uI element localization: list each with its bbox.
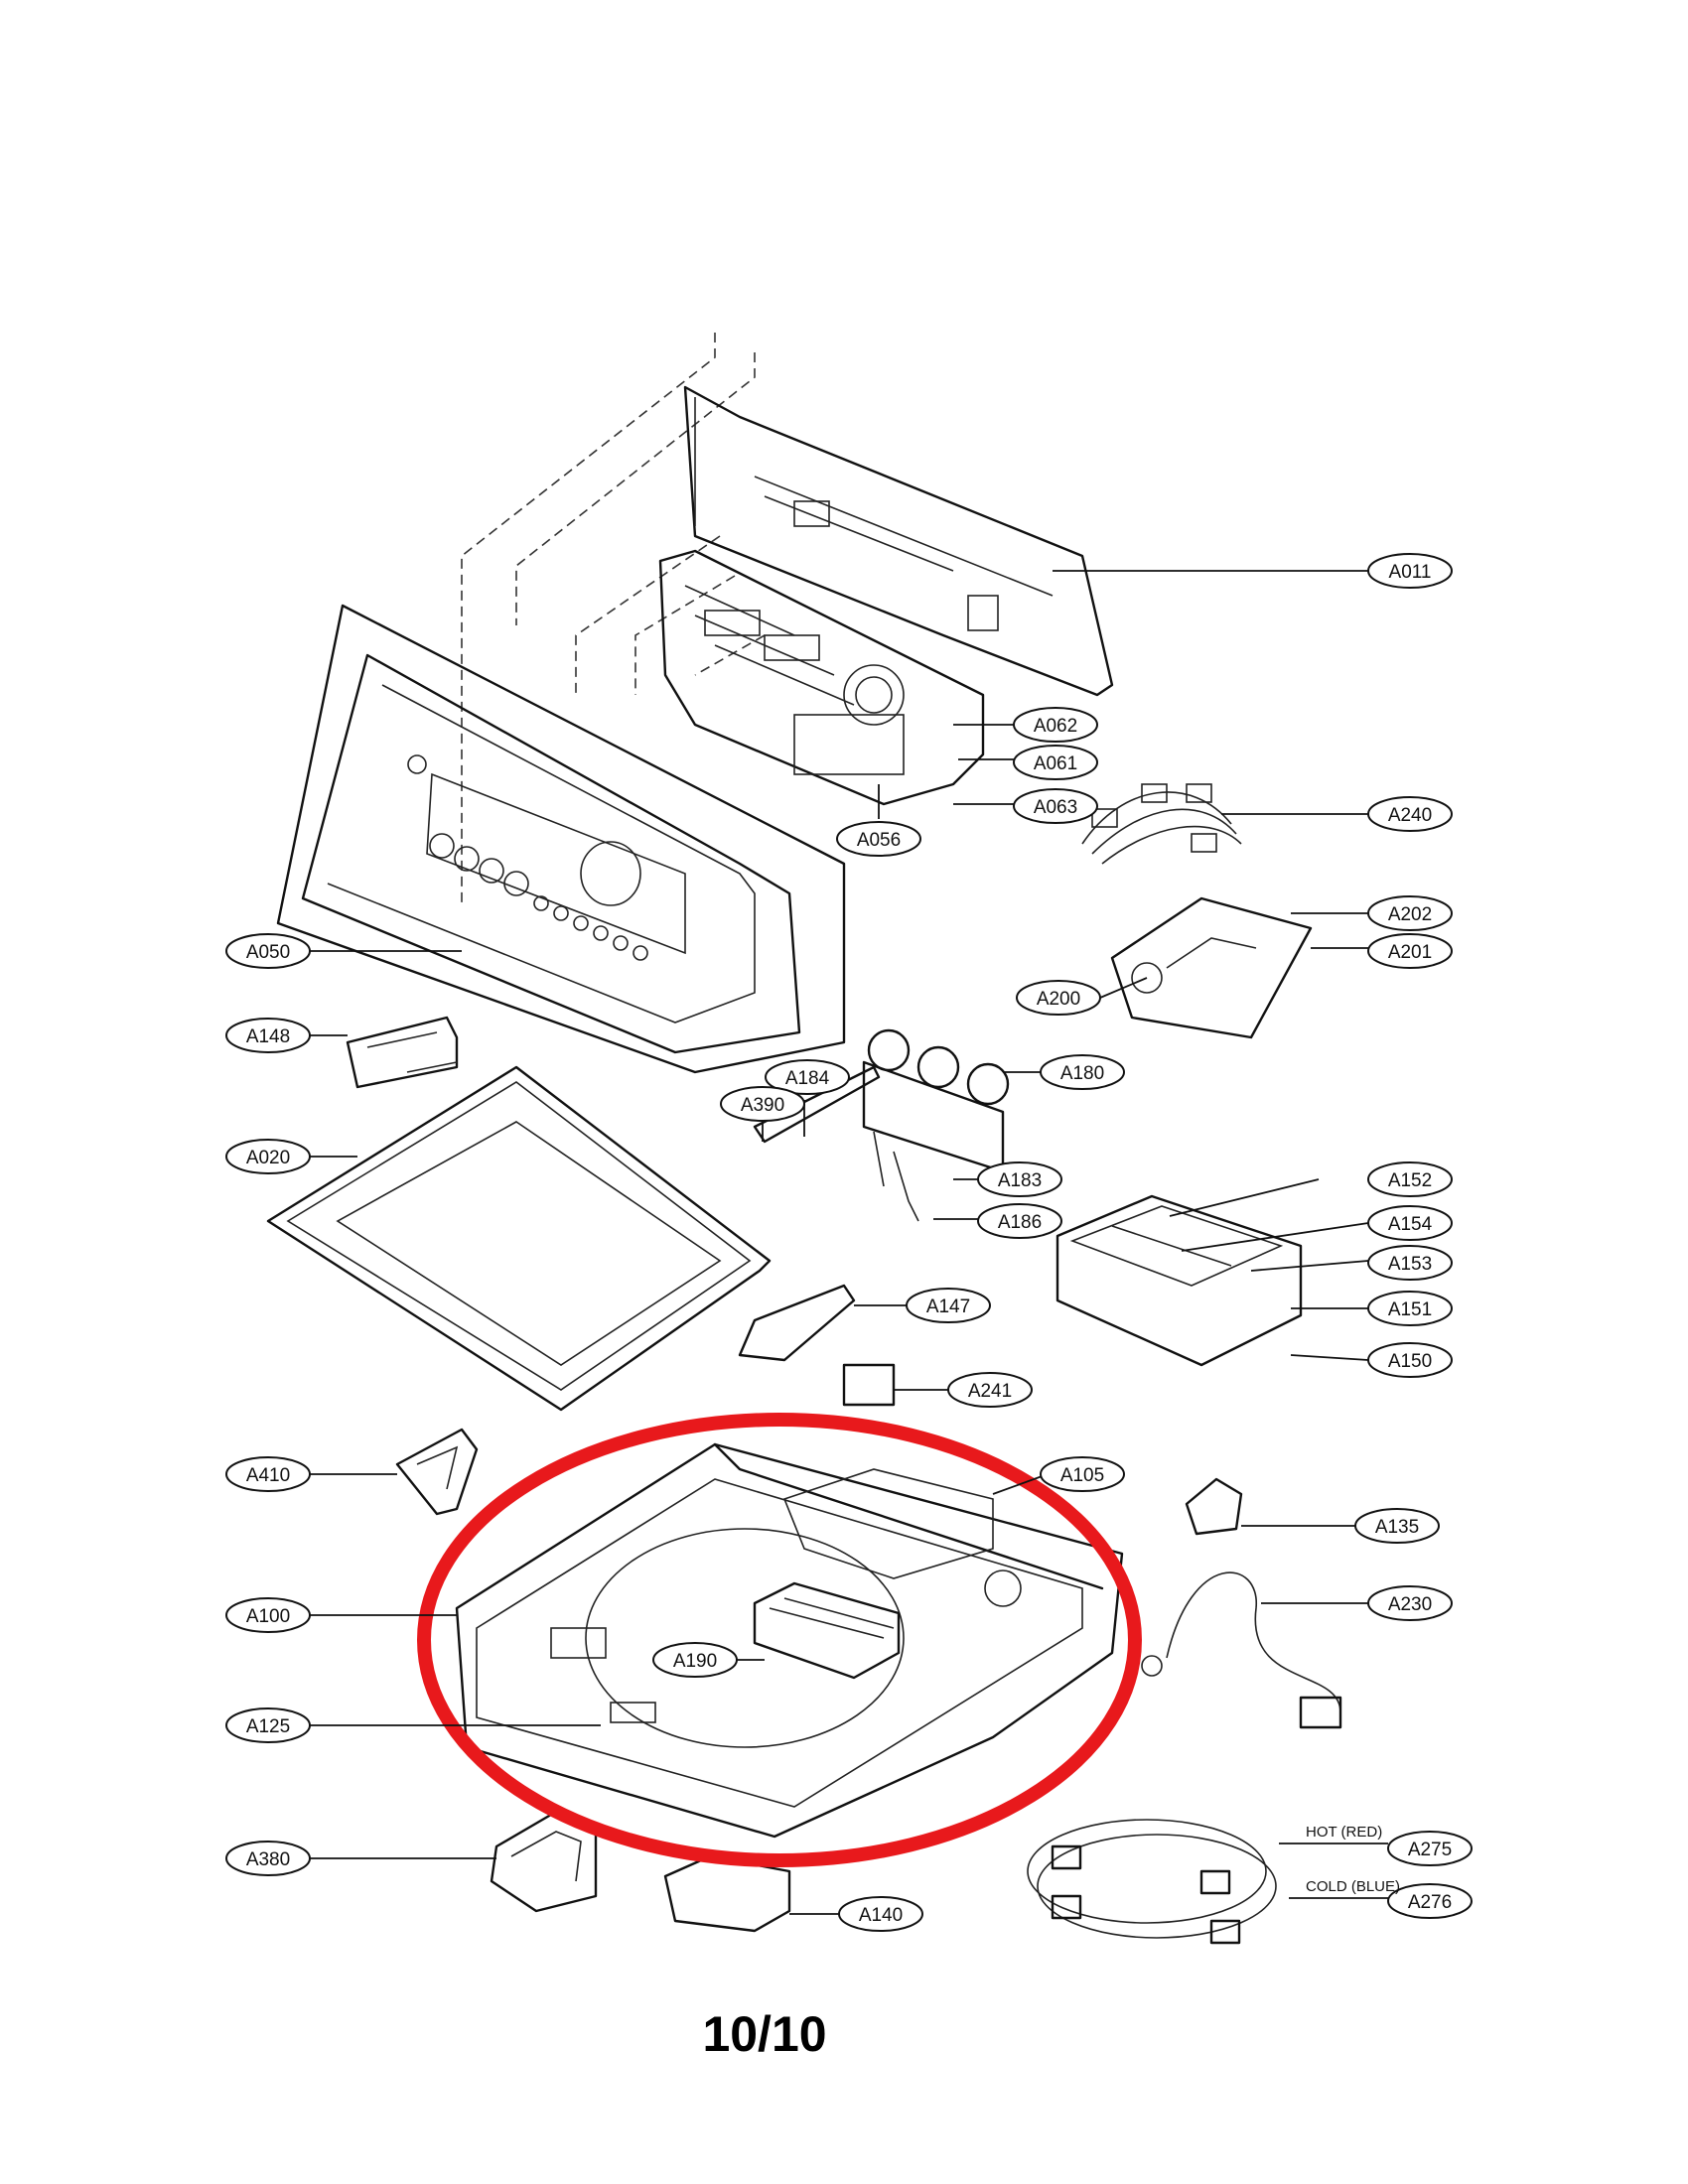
callout-a135: A135 — [1354, 1508, 1440, 1544]
component-a140-part — [663, 1854, 791, 1933]
callout-a100: A100 — [225, 1597, 311, 1633]
svg-text:A275: A275 — [1408, 1840, 1452, 1860]
svg-text:A276: A276 — [1408, 1892, 1452, 1913]
svg-text:A020: A020 — [246, 1148, 290, 1168]
svg-text:A148: A148 — [246, 1026, 290, 1047]
callout-a152: A152 — [1367, 1161, 1453, 1197]
callout-a240: A240 — [1367, 796, 1453, 832]
cold-hose-label: COLD (BLUE) — [1306, 1878, 1400, 1895]
svg-text:A240: A240 — [1388, 805, 1432, 826]
callout-a276: A276 — [1387, 1883, 1473, 1919]
assembly-guide-lines — [461, 333, 766, 903]
svg-text:A190: A190 — [673, 1651, 717, 1672]
svg-text:A151: A151 — [1388, 1299, 1432, 1320]
svg-text:A201: A201 — [1388, 942, 1432, 963]
page-number: 10/10 — [702, 2006, 827, 2062]
callout-a105: A105 — [1040, 1456, 1125, 1492]
lid-part — [266, 1065, 772, 1412]
svg-text:A135: A135 — [1375, 1517, 1419, 1538]
svg-text:A061: A061 — [1034, 753, 1077, 774]
callout-a140: A140 — [838, 1896, 923, 1932]
callout-a062: A062 — [1013, 707, 1098, 743]
callout-a063: A063 — [1013, 788, 1098, 824]
callout-a153: A153 — [1367, 1245, 1453, 1281]
callout-a154: A154 — [1367, 1205, 1453, 1241]
hinge-a148-part — [346, 1016, 459, 1089]
callout-a011: A011 — [1367, 553, 1453, 589]
callout-labels: A011 A062 A061 A063 A056 A240 A202 A201 … — [225, 553, 1473, 1932]
svg-text:A153: A153 — [1388, 1254, 1432, 1275]
callout-a241: A241 — [947, 1372, 1033, 1408]
highlight-circle — [417, 1413, 1142, 1867]
hot-hose-label: HOT (RED) — [1306, 1824, 1382, 1841]
svg-text:A150: A150 — [1388, 1351, 1432, 1372]
control-board-part — [658, 549, 985, 806]
svg-text:A154: A154 — [1388, 1214, 1433, 1235]
svg-text:A241: A241 — [968, 1381, 1012, 1402]
callout-a147: A147 — [906, 1288, 991, 1323]
callout-a230: A230 — [1367, 1585, 1453, 1621]
svg-text:A200: A200 — [1037, 989, 1080, 1010]
callout-a061: A061 — [1013, 745, 1098, 780]
bracket-a410-part — [395, 1428, 479, 1516]
callout-a410: A410 — [225, 1456, 311, 1492]
svg-text:A183: A183 — [998, 1170, 1042, 1191]
svg-text:A186: A186 — [998, 1212, 1042, 1233]
callout-a275: A275 — [1387, 1831, 1473, 1866]
svg-text:A062: A062 — [1034, 716, 1077, 737]
callout-a184: A184 — [765, 1059, 850, 1095]
control-panel-housing-part — [276, 604, 846, 1074]
svg-text:A056: A056 — [857, 830, 901, 851]
callout-a148: A148 — [225, 1018, 311, 1053]
leader-lines — [310, 570, 1388, 1915]
svg-text:A390: A390 — [741, 1095, 784, 1116]
wire-harness-part — [1081, 783, 1242, 865]
callout-a125: A125 — [225, 1707, 311, 1743]
callout-a150: A150 — [1367, 1342, 1453, 1378]
svg-text:A050: A050 — [246, 942, 290, 963]
inlet-hoses-part — [1027, 1819, 1277, 1945]
top-cover-part — [455, 1442, 1124, 1839]
svg-text:A180: A180 — [1060, 1063, 1104, 1084]
insert-a190-part — [753, 1581, 901, 1680]
callout-a380: A380 — [225, 1841, 311, 1876]
callout-a151: A151 — [1367, 1291, 1453, 1326]
svg-text:A202: A202 — [1388, 904, 1432, 925]
svg-text:A125: A125 — [246, 1716, 290, 1737]
svg-text:A410: A410 — [246, 1465, 290, 1486]
rear-panel-part — [683, 385, 1114, 697]
callout-a202: A202 — [1367, 895, 1453, 931]
svg-text:A152: A152 — [1388, 1170, 1432, 1191]
callout-a183: A183 — [977, 1161, 1062, 1197]
detergent-dispenser-part — [1055, 1194, 1303, 1367]
svg-text:A063: A063 — [1034, 797, 1077, 818]
component-a241-part — [842, 1363, 896, 1407]
svg-text:A100: A100 — [246, 1606, 290, 1627]
callout-a056: A056 — [836, 821, 921, 857]
callout-a200: A200 — [1016, 980, 1101, 1016]
svg-text:A184: A184 — [785, 1068, 830, 1089]
callout-a020: A020 — [225, 1139, 311, 1174]
callout-a180: A180 — [1040, 1054, 1125, 1090]
callout-a050: A050 — [225, 933, 311, 969]
svg-text:A105: A105 — [1060, 1465, 1104, 1486]
callout-a190: A190 — [652, 1642, 738, 1678]
svg-text:A230: A230 — [1388, 1594, 1432, 1615]
svg-text:A140: A140 — [859, 1905, 903, 1926]
callout-a186: A186 — [977, 1203, 1062, 1239]
hinge-a147-part — [738, 1284, 856, 1362]
power-cord-part — [1141, 1571, 1342, 1729]
svg-text:A147: A147 — [926, 1297, 970, 1317]
pressure-switch-part — [1110, 896, 1313, 1039]
svg-text:A011: A011 — [1389, 562, 1432, 583]
svg-text:A380: A380 — [246, 1849, 290, 1870]
bracket-a135-part — [1185, 1477, 1243, 1536]
water-valve-part — [753, 1028, 1010, 1222]
callout-a390: A390 — [720, 1086, 805, 1122]
callout-a201: A201 — [1367, 933, 1453, 969]
